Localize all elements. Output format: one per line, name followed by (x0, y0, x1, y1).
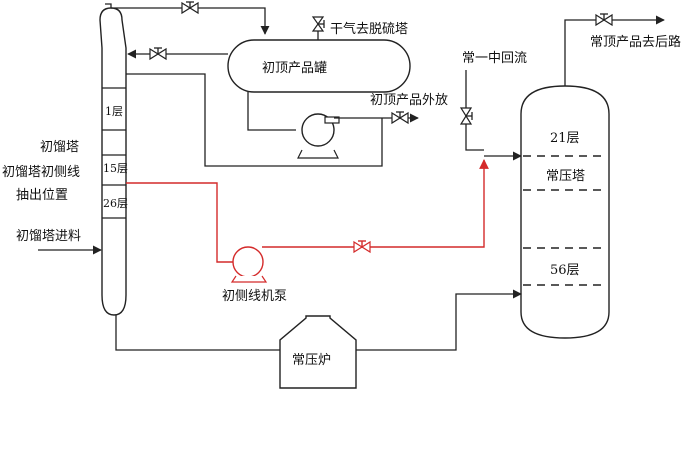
reflux-drum-label: 初顶产品罐 (262, 61, 327, 76)
overhead-stub (105, 3, 112, 8)
atm-overhead-valve[interactable] (595, 13, 613, 27)
side-draw-position-label-1: 初馏塔初侧线 (2, 165, 80, 180)
tower-bottom-line (115, 315, 280, 351)
overhead-valve[interactable] (181, 1, 199, 15)
side-draw-pump[interactable] (230, 246, 268, 283)
drum-bottom-line (247, 92, 296, 131)
tray-26-label: 26层 (103, 197, 128, 210)
furnace-label: 常压炉 (292, 353, 331, 368)
atm-tower-label: 常压塔 (546, 169, 585, 184)
side-draw-line (126, 182, 235, 263)
dry-gas-valve[interactable] (311, 16, 325, 32)
mid-reflux-valve[interactable] (459, 107, 473, 125)
side-pump-label: 初侧线机泵 (222, 289, 287, 304)
side-draw-valve[interactable] (353, 240, 371, 254)
tray-1-label: 1层 (105, 105, 123, 118)
furnace (279, 315, 357, 389)
tray-56-label: 56层 (550, 263, 580, 278)
tray-15-label: 15层 (103, 162, 128, 175)
export-valve[interactable] (391, 111, 409, 125)
atm-overhead-line (564, 15, 665, 86)
initial-tower-label: 初馏塔 (40, 140, 79, 155)
atm-overhead-product-label: 常顶产品去后路 (590, 34, 681, 50)
overhead-vapor-line (111, 7, 270, 35)
reflux-valve[interactable] (149, 47, 167, 61)
initial-tower (99, 7, 127, 316)
side-draw-discharge-line (262, 159, 489, 248)
first-mid-reflux-line (465, 70, 484, 151)
overhead-pump[interactable] (297, 113, 340, 159)
furnace-outlet-line (356, 289, 522, 351)
tower-feed-label: 初馏塔进料 (16, 229, 81, 244)
atmospheric-tower (520, 85, 610, 339)
side-draw-position-label-2: 抽出位置 (16, 188, 68, 203)
first-mid-reflux-label: 常一中回流 (462, 51, 527, 66)
reflux-drum (227, 39, 411, 93)
centrifugal-pump-icon (232, 246, 264, 278)
overhead-export-label: 初顶产品外放 (370, 93, 448, 108)
dry-gas-label: 干气去脱硫塔 (330, 21, 408, 37)
pump-return-loop (126, 73, 383, 167)
tray-21-label: 21层 (550, 131, 580, 146)
